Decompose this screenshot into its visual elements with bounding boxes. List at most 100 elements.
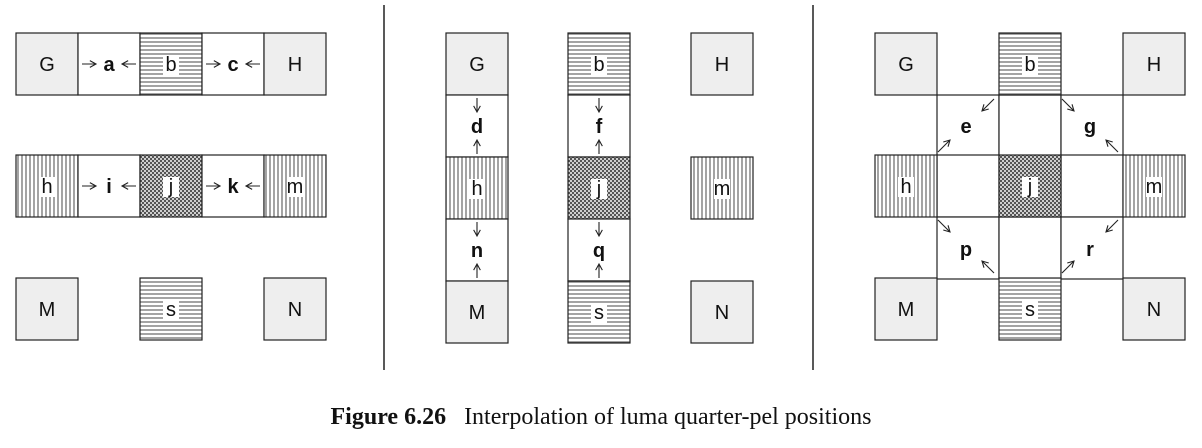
arrow-diag xyxy=(1061,98,1075,112)
half-pel-j-label: j xyxy=(1027,176,1032,198)
figure-title: Interpolation of luma quarter-pel positi… xyxy=(464,404,872,430)
arrow-right xyxy=(206,182,222,190)
arrow-diag xyxy=(981,260,995,274)
full-pel-N-label: N xyxy=(288,299,302,321)
arrow-down xyxy=(473,98,481,114)
quarter-pel-d-label: d xyxy=(471,116,483,138)
arrow-down xyxy=(595,222,603,238)
half-pel-s-label: s xyxy=(1025,299,1035,321)
full-pel-H-label: H xyxy=(715,54,729,76)
half-pel-h-label: h xyxy=(41,176,52,198)
full-pel-M-label: M xyxy=(469,302,486,324)
arrow-right xyxy=(82,182,98,190)
full-pel-N-cell xyxy=(690,280,754,344)
half-pel-m-label: m xyxy=(714,178,731,200)
half-pel-b-label-bg xyxy=(163,55,179,75)
grid-cell xyxy=(998,216,1062,280)
half-pel-m-label-bg xyxy=(1146,177,1162,197)
half-pel-b-label: b xyxy=(1024,54,1035,76)
arrow-down xyxy=(595,98,603,114)
half-pel-j-label-bg xyxy=(163,177,179,197)
half-pel-j-label: j xyxy=(596,178,601,200)
half-pel-s-cell xyxy=(139,277,203,341)
full-pel-G-label: G xyxy=(898,54,914,76)
quarter-pel-e: e xyxy=(960,116,971,138)
half-pel-j-label: j xyxy=(168,176,173,198)
full-pel-H-cell xyxy=(1122,32,1186,96)
half-pel-m-label-bg xyxy=(287,177,303,197)
full-pel-M-cell xyxy=(445,280,509,344)
half-pel-s-label: s xyxy=(166,299,176,321)
full-pel-M-label: M xyxy=(898,299,915,321)
arrow-right xyxy=(206,60,222,68)
half-pel-b-label: b xyxy=(165,54,176,76)
arrow-left xyxy=(120,182,136,190)
half-pel-h-label: h xyxy=(900,176,911,198)
half-pel-j-label-bg xyxy=(1022,177,1038,197)
arrow-left xyxy=(120,60,136,68)
arrow-diag xyxy=(1105,139,1119,153)
half-pel-m-label: m xyxy=(1146,176,1163,198)
full-pel-M-label: M xyxy=(39,299,56,321)
quarter-pel-q-label: q xyxy=(593,240,605,262)
quarter-pel-g: g xyxy=(1084,116,1096,138)
quarter-pel-i-label: i xyxy=(106,176,112,198)
full-pel-G-cell xyxy=(874,32,938,96)
half-pel-m-label: m xyxy=(287,176,304,198)
full-pel-G-cell xyxy=(15,32,79,96)
half-pel-j-label-bg xyxy=(591,179,607,199)
arrow-diag xyxy=(981,98,995,112)
quarter-pel-f-label: f xyxy=(596,116,603,138)
quarter-pel-n-label: n xyxy=(471,240,483,262)
half-pel-b-label-bg xyxy=(1022,55,1038,75)
grid-cell xyxy=(1060,216,1124,280)
half-pel-h-label-bg xyxy=(39,177,55,197)
arrow-up xyxy=(473,138,481,154)
half-pel-h-label-bg xyxy=(469,179,485,199)
quarter-pel-c-label: c xyxy=(227,54,238,76)
arrow-right xyxy=(82,60,98,68)
arrow-diag xyxy=(1061,260,1075,274)
quarter-pel-p: p xyxy=(960,239,972,261)
full-pel-G-label: G xyxy=(39,54,55,76)
full-pel-G-cell xyxy=(445,32,509,96)
full-pel-N-cell xyxy=(1122,277,1186,341)
full-pel-H-label: H xyxy=(288,54,302,76)
quarter-pel-r: r xyxy=(1086,239,1094,261)
half-pel-h-label: h xyxy=(471,178,482,200)
half-pel-h-label-bg xyxy=(898,177,914,197)
half-pel-m-label-bg xyxy=(714,179,730,199)
half-pel-s-label: s xyxy=(594,302,604,324)
arrow-left xyxy=(244,182,260,190)
arrow-diag xyxy=(937,139,951,153)
full-pel-N-label: N xyxy=(1147,299,1161,321)
full-pel-G-label: G xyxy=(469,54,485,76)
full-pel-H-cell xyxy=(690,32,754,96)
arrow-up xyxy=(595,262,603,278)
half-pel-s-label-bg xyxy=(591,303,607,323)
arrow-down xyxy=(473,222,481,238)
arrow-up xyxy=(473,262,481,278)
full-pel-M-cell xyxy=(874,277,938,341)
arrow-diag xyxy=(937,219,951,233)
half-pel-s-label-bg xyxy=(163,300,179,320)
full-pel-N-label: N xyxy=(715,302,729,324)
grid-cell xyxy=(936,154,1000,218)
figure-number: Figure 6.26 xyxy=(330,404,447,430)
half-pel-s-label-bg xyxy=(1022,300,1038,320)
grid-cell xyxy=(1060,154,1124,218)
arrow-diag xyxy=(1105,219,1119,233)
half-pel-b-label: b xyxy=(593,54,604,76)
full-pel-H-label: H xyxy=(1147,54,1161,76)
half-pel-j-cell xyxy=(998,154,1062,218)
full-pel-H-cell xyxy=(263,32,327,96)
quarter-pel-k-label: k xyxy=(227,176,239,198)
grid-cell xyxy=(998,94,1062,158)
figure-caption: Figure 6.26 Interpolation of luma quarter… xyxy=(0,404,1202,431)
quarter-pel-a-label: a xyxy=(103,54,115,76)
full-pel-N-cell xyxy=(263,277,327,341)
